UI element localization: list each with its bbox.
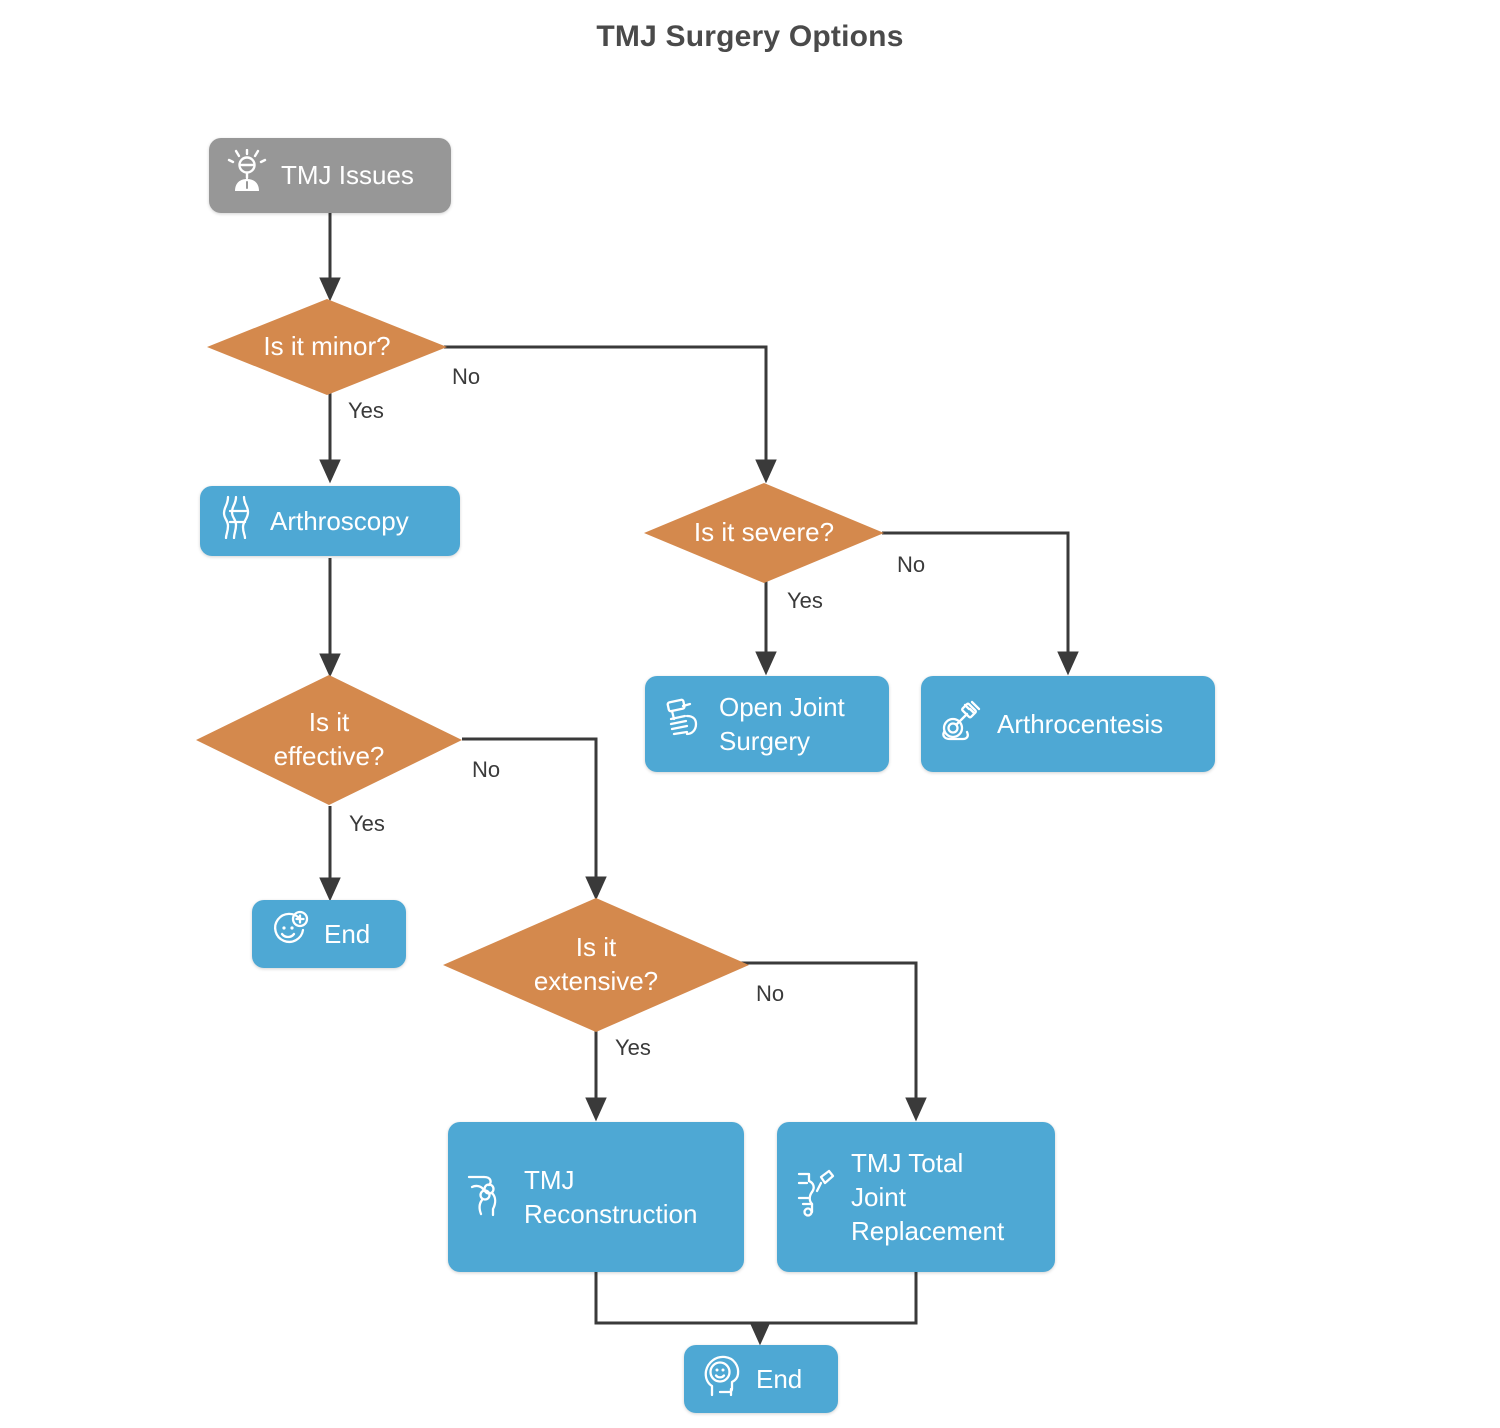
node-label: End [324,918,371,949]
edge-label-severe-yes: Yes [787,588,823,613]
node-label: Arthrocentesis [997,708,1164,739]
edge-severe-no-to-arthrocentesis [882,531,1079,676]
joint-implant-icon [795,1167,837,1227]
node-arthrocentesis[interactable]: Arthrocentesis [921,676,1215,772]
node-tmj-issues[interactable]: TMJ Issues [209,138,451,213]
node-label: Is it extensive? [533,932,659,996]
node-label: Arthroscopy [270,505,409,536]
surgical-drill-icon [663,697,705,751]
edge-label-minor-yes: Yes [348,398,384,423]
head-smiley-icon [702,1353,742,1405]
node-label: Is it effective? [273,707,385,771]
edge-label-extensive-no: No [756,981,785,1006]
node-open-joint-surgery[interactable]: Open Joint Surgery [645,676,889,772]
node-label: Is it minor? [263,331,391,362]
node-tmj-reconstruction[interactable]: TMJ Reconstruction [448,1122,744,1272]
smiley-plus-icon [270,910,310,958]
edge-minor-no-to-severe [444,345,777,484]
node-label: TMJ Total Joint Replacement [851,1147,1005,1247]
edge-label-effective-no: No [472,757,501,782]
edge-effective-no-to-extensive [462,737,607,901]
edge-label-extensive-yes: Yes [615,1035,651,1060]
node-label: TMJ Reconstruction [524,1164,698,1229]
edge-label-minor-no: No [452,364,481,389]
node-end-first[interactable]: End [252,900,406,968]
node-label: Open Joint Surgery [719,691,845,756]
syringe-joint-icon [939,698,983,750]
jaw-reconstruction-icon [466,1168,510,1226]
edge-replacement-to-merge [762,1272,918,1325]
joint-icon [218,495,256,547]
edge-merge-to-end2 [594,1272,771,1346]
page-title: TMJ Surgery Options [596,20,904,53]
edge-label-severe-no: No [897,552,926,577]
edge-extensive-no-to-replacement [730,961,927,1122]
node-label: End [756,1363,803,1394]
node-tmj-total-joint-replacement[interactable]: TMJ Total Joint Replacement [777,1122,1055,1272]
node-end-final[interactable]: End [684,1345,838,1413]
node-label: TMJ Issues [281,160,414,191]
edge-label-effective-yes: Yes [349,811,385,836]
node-label: Is it severe? [693,517,835,548]
head-pain-icon [227,149,267,201]
node-arthroscopy[interactable]: Arthroscopy [200,486,460,556]
